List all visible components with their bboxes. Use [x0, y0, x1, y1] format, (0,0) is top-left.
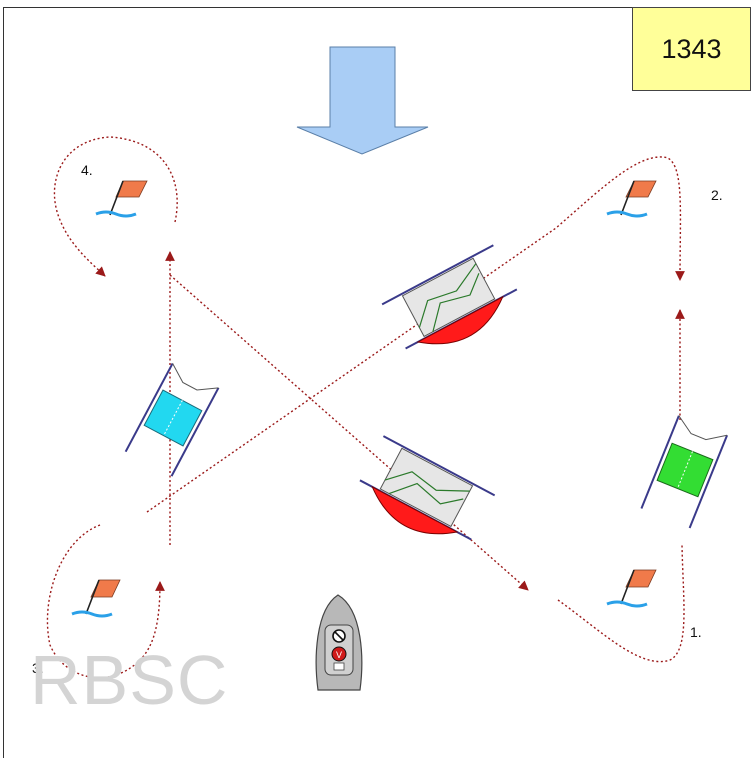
mark-label-2: 2.	[711, 187, 723, 203]
catamaran-green	[640, 415, 729, 529]
mark-label-3: 3.	[32, 660, 44, 676]
track-rounding-mark1	[557, 544, 685, 663]
diagram-code-box: 1343	[632, 7, 751, 91]
catamaran-red-upper	[381, 244, 518, 350]
mark-flag-4	[95, 180, 148, 218]
watermark: RBSC	[30, 641, 229, 719]
wind-arrow-icon	[296, 46, 429, 155]
mark-flag-2	[606, 180, 657, 218]
catamaran-cyan	[124, 362, 220, 477]
committee-boat: V	[315, 594, 363, 691]
diagram-code: 1343	[661, 33, 722, 64]
mark-flag-3	[71, 579, 121, 618]
track-rounding-mark4	[53, 136, 178, 277]
diagram-frame	[3, 7, 751, 758]
mark-label-1: 1.	[690, 624, 702, 640]
catamaran-red-lower	[359, 435, 496, 541]
track-rounding-mark3	[46, 524, 165, 679]
svg-text:V: V	[336, 650, 342, 660]
mark-flag-1	[606, 569, 657, 608]
mark-label-4: 4.	[81, 162, 93, 178]
